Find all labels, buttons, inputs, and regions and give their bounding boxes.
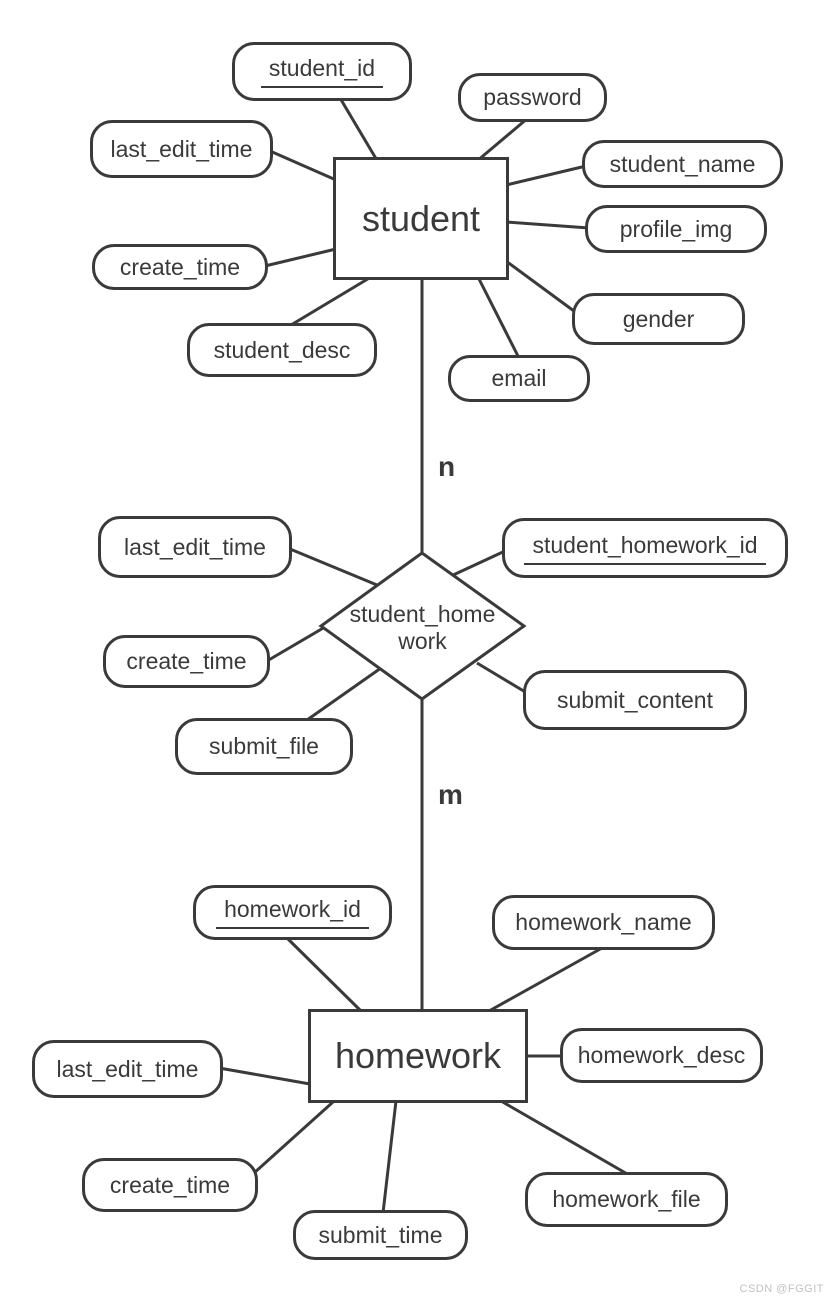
connector-student-name [505,164,587,187]
connector-homework-last-edit-time [218,1066,311,1086]
connector-student-create-time [264,247,337,268]
connector-submit-time [381,1100,398,1214]
attribute-label: student_homework_id [524,532,766,565]
attribute-student-name: student_name [582,140,783,188]
attribute-student-last-edit-time: last_edit_time [90,120,273,178]
connector-submit-content [476,661,528,695]
attribute-submit-file: submit_file [175,718,353,775]
connector-student-last-edit-time [269,149,337,182]
attribute-student-homework-id: student_homework_id [502,518,788,578]
attribute-label: profile_img [619,215,733,242]
attribute-mid-create-time: create_time [103,635,270,688]
attribute-label: student_desc [213,336,351,363]
connector-email [476,276,521,359]
attribute-label: create_time [109,1171,231,1198]
attribute-email: email [448,355,590,402]
connector-homework-create-time [252,1100,335,1175]
attribute-label: last_edit_time [124,533,266,560]
connector-gender [505,259,579,316]
attribute-label: submit_time [318,1221,443,1248]
attribute-homework-create-time: create_time [82,1158,258,1212]
attribute-homework-last-edit-time: last_edit_time [32,1040,223,1098]
entity-homework: homework [308,1009,528,1103]
attribute-gender: gender [572,293,745,345]
cardinality-m: m [438,779,463,810]
connector-mid-create-time [266,625,326,663]
attribute-mid-last-edit-time: last_edit_time [98,516,292,578]
entity-label: homework [334,1035,502,1076]
attribute-label: gender [622,305,695,332]
attribute-label: email [491,365,547,391]
attribute-label: homework_file [552,1186,701,1212]
watermark: CSDN @FGGIT [739,1283,824,1295]
connector-submit-file [306,666,382,722]
attribute-label: last_edit_time [110,135,253,162]
attribute-label: homework_name [515,909,692,935]
connector-student-homework-id [450,549,506,578]
attribute-student-desc: student_desc [187,323,377,377]
connector-student-id [338,97,380,163]
attribute-label: password [483,84,582,110]
attribute-label: submit_file [209,733,319,759]
attribute-homework-id: homework_id [193,885,392,940]
attribute-homework-desc: homework_desc [560,1028,763,1083]
attribute-profile-img: profile_img [585,205,767,253]
attribute-label: homework_desc [577,1042,746,1068]
entity-label: student [361,197,481,239]
attribute-label: last_edit_time [56,1055,199,1082]
relationship-label-line1: student_home [349,601,496,627]
attribute-submit-content: submit_content [523,670,747,730]
connector-homework-file [500,1099,630,1177]
connector-password [476,116,529,163]
connector-mid-last-edit-time [289,547,378,587]
attribute-password: password [458,73,607,122]
attribute-label: submit_content [557,686,713,713]
attribute-homework-file: homework_file [525,1172,728,1227]
relationship-diamond [318,551,527,701]
attribute-label: student_name [609,150,756,177]
attribute-student-create-time: create_time [92,244,268,290]
attribute-label: student_id [260,55,384,88]
relationship-label: student_home work [330,599,515,657]
connector-student-desc [290,275,372,327]
attribute-label: create_time [119,253,241,280]
entity-student: student [333,157,509,280]
connector-homework-id [285,936,363,1013]
attribute-homework-name: homework_name [492,895,715,950]
connector-profile-img [505,220,590,230]
attribute-label: homework_id [216,896,369,929]
attribute-submit-time: submit_time [293,1210,468,1260]
attribute-student-id: student_id [232,42,412,101]
attribute-label: create_time [126,648,247,674]
cardinality-n: n [438,451,456,482]
relationship-label-line2: work [398,628,447,654]
connector-homework-name [488,946,603,1013]
